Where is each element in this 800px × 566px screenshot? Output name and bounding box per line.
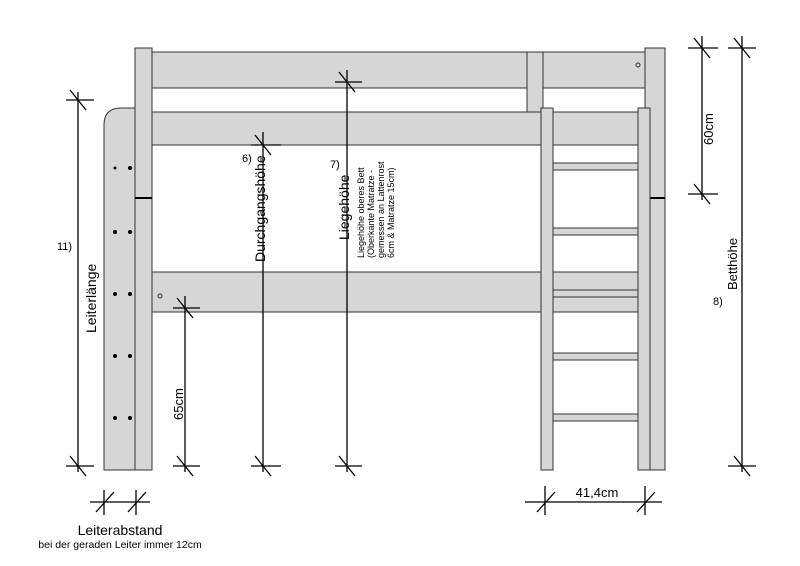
- lying-height-label: Liegehöhe: [336, 174, 352, 240]
- bed-frame: [103, 47, 666, 471]
- passage-number: 6): [242, 153, 252, 165]
- guard-60-label: 60cm: [701, 113, 716, 145]
- lying-note-1: Liegehöhe oberes Bett: [356, 167, 366, 258]
- passage-height-label: Durchgangshöhe: [252, 155, 268, 262]
- ladder-length-label: Leiterlänge: [83, 264, 99, 333]
- ladder-width-label: 41,4cm: [576, 485, 619, 500]
- ladder: [540, 107, 651, 471]
- ladder-spacing-note: bei der geraden Leiter immer 12cm: [38, 539, 202, 551]
- ladder-length-number: 11): [57, 241, 72, 253]
- lying-number: 7): [330, 159, 340, 171]
- top-guard-rail: [151, 51, 646, 89]
- ladder-holes: [113, 166, 132, 420]
- lying-note-4: 6cm & Matratze 15cm): [386, 167, 396, 258]
- left-post: [134, 47, 153, 471]
- annotations: 11) Leiterlänge 65cm 6) Durchgangshöhe 7…: [38, 113, 740, 551]
- dimension-lines: [66, 36, 756, 515]
- upper-side-rail: [151, 111, 646, 146]
- lying-note-2: (Oberkante Matratze -: [366, 170, 376, 258]
- ladder-spacing-label: Leiterabstand: [78, 522, 163, 538]
- clearance-65-label: 65cm: [171, 388, 186, 420]
- ladder-stile-right: [637, 107, 651, 471]
- ladder-guide-board: [103, 107, 136, 471]
- lying-note-3: gemessen an Lattenrost: [376, 161, 386, 258]
- ladder-stile-left: [540, 107, 554, 471]
- bed-height-label: Betthöhe: [725, 238, 740, 290]
- bed-height-number: 8): [713, 296, 723, 308]
